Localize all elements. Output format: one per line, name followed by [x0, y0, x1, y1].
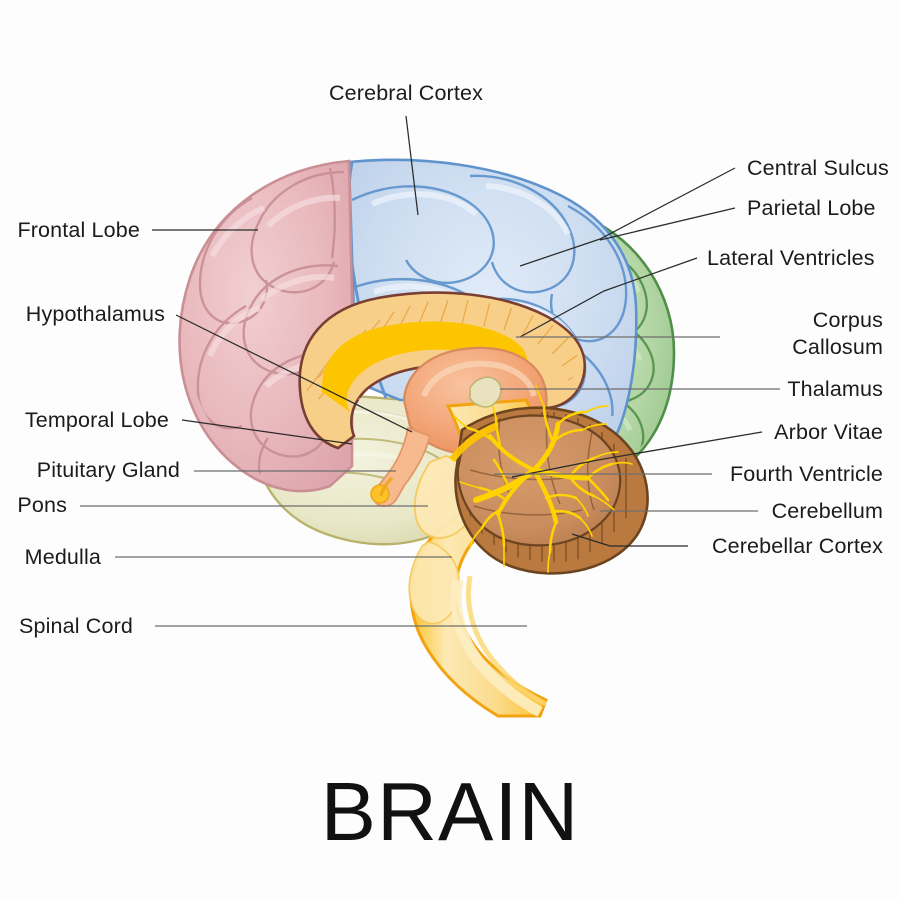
leader-parietal-lobe: [599, 207, 736, 241]
label-central-sulcus: Central Sulcus: [747, 156, 889, 180]
label-corpus: Corpus: [813, 308, 883, 332]
page-title: BRAIN: [321, 765, 580, 858]
label-frontal-lobe: Frontal Lobe: [17, 218, 140, 242]
leader-cerebellar-cortex: [571, 533, 688, 547]
leader-central-sulcus: [519, 167, 736, 267]
label-thalamus: Thalamus: [787, 377, 883, 401]
leader-cerebral-cortex: [405, 115, 419, 216]
label-pons: Pons: [17, 493, 67, 517]
region-corpus-callosum: [298, 291, 587, 450]
label-parietal-lobe: Parietal Lobe: [747, 196, 876, 220]
leader-lateral-ventricles: [519, 257, 698, 338]
leader-hypothalamus: [175, 314, 413, 433]
leader-temporal-lobe: [181, 419, 353, 445]
label-fourth-ventricle: Fourth Ventricle: [730, 462, 883, 486]
leader-arbor-vitae: [511, 431, 763, 478]
label-pituitary-gland: Pituitary Gland: [37, 458, 180, 482]
label-hypothalamus: Hypothalamus: [26, 302, 165, 326]
label-cerebellum: Cerebellum: [772, 499, 883, 523]
leader-lines: [80, 115, 780, 627]
label-cerebellar-cortex: Cerebellar Cortex: [712, 534, 883, 558]
label-cerebral-cortex: Cerebral Cortex: [329, 81, 483, 105]
label-spinal-cord: Spinal Cord: [19, 614, 133, 638]
label-callosum: Callosum: [792, 335, 883, 359]
medulla-shape: [408, 541, 460, 625]
labels: Cerebral Cortex Frontal Lobe Hypothalamu…: [17, 81, 889, 638]
label-arbor-vitae: Arbor Vitae: [774, 420, 883, 444]
fourth-ventricle-shape: [449, 422, 498, 463]
label-medulla: Medulla: [25, 545, 101, 569]
region-cerebellum: [449, 376, 649, 575]
brain-illustration: [178, 158, 676, 718]
label-temporal-lobe: Temporal Lobe: [25, 408, 169, 432]
lateral-ventricle-cavity: [321, 321, 528, 412]
label-lateral-ventricles: Lateral Ventricles: [707, 246, 875, 270]
spinal-cord-core: [450, 578, 543, 717]
